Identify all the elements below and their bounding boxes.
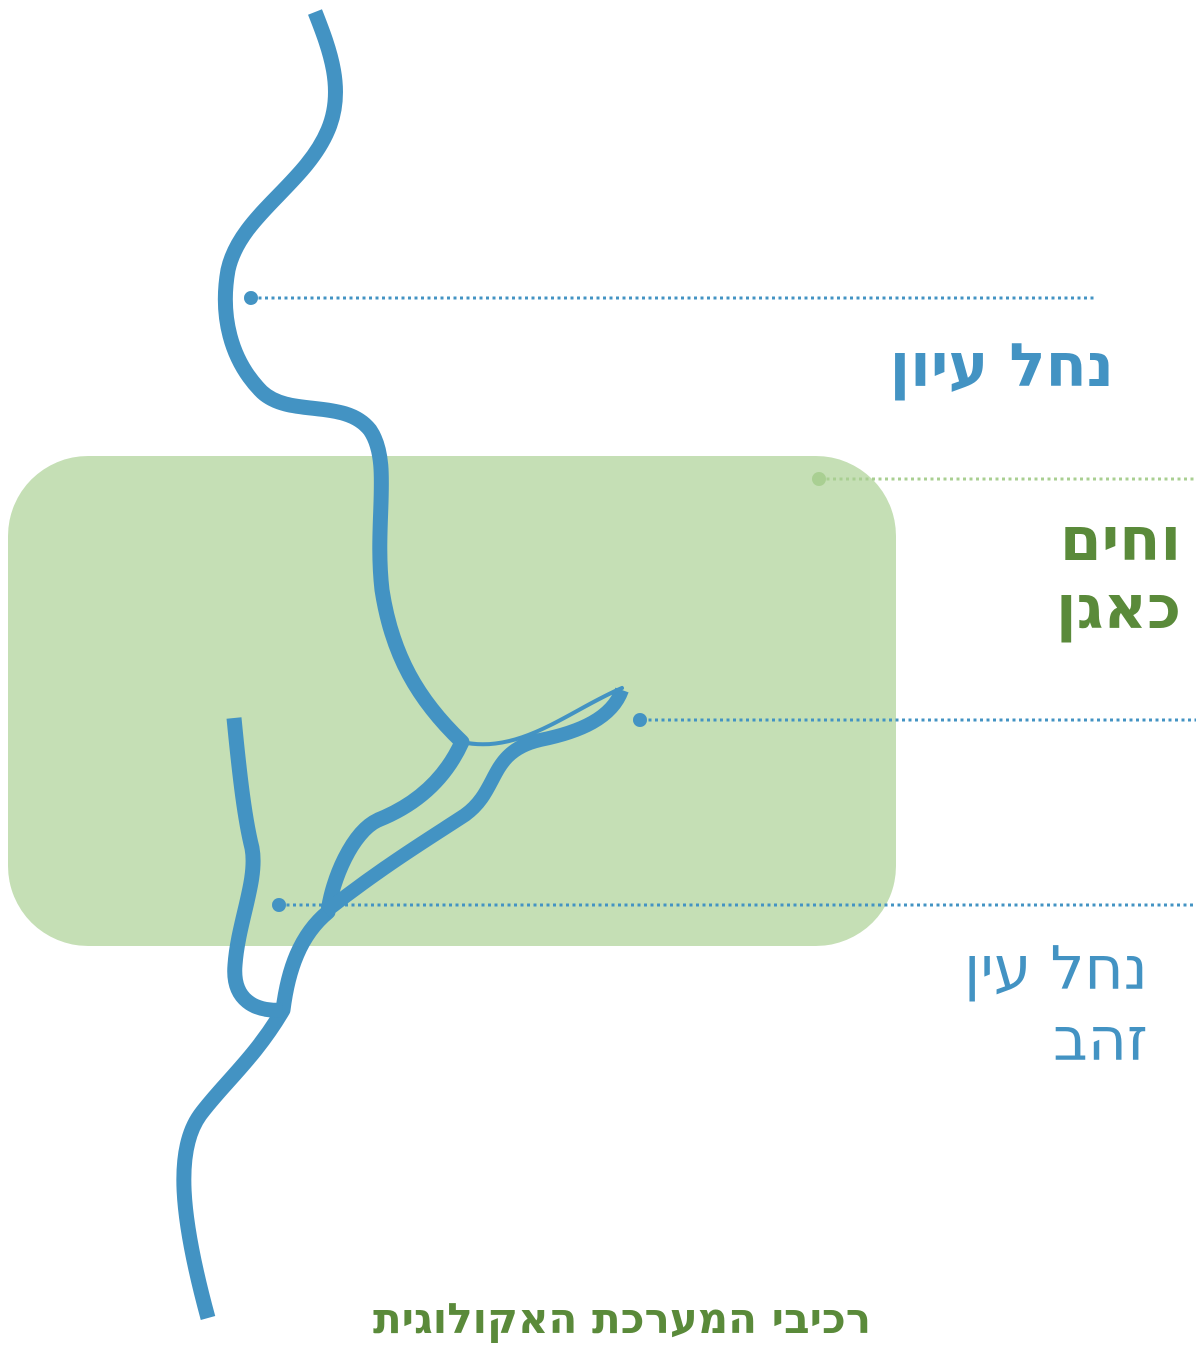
river-east-branch (320, 687, 629, 918)
label-ein-zahav-line-1: נחל עין (964, 934, 1148, 1004)
leader-dot-nahal-iyon (244, 291, 258, 305)
label-ein-zahav: נחל עין זהב (964, 934, 1148, 1076)
label-green-area: וחים כאגן (1056, 506, 1181, 643)
label-nahal-iyon: נחל עיון (889, 331, 1114, 401)
green-area (8, 456, 896, 946)
leader-dot-ein-zahav (272, 898, 286, 912)
label-green-area-line-1: וחים (1059, 505, 1182, 575)
diagram-caption: רכיבי המערכת האקולוגית (372, 1294, 872, 1343)
label-ein-zahav-line-2: זהב (1053, 1004, 1148, 1075)
river-main-channel (176, 9, 470, 1320)
river-thin-channel (460, 686, 624, 747)
leader-dot-green-area (812, 472, 826, 486)
river-west-tributary (226, 717, 284, 1018)
label-green-area-line-2: כאגן (1056, 573, 1182, 644)
leader-dot-pool (633, 713, 647, 727)
